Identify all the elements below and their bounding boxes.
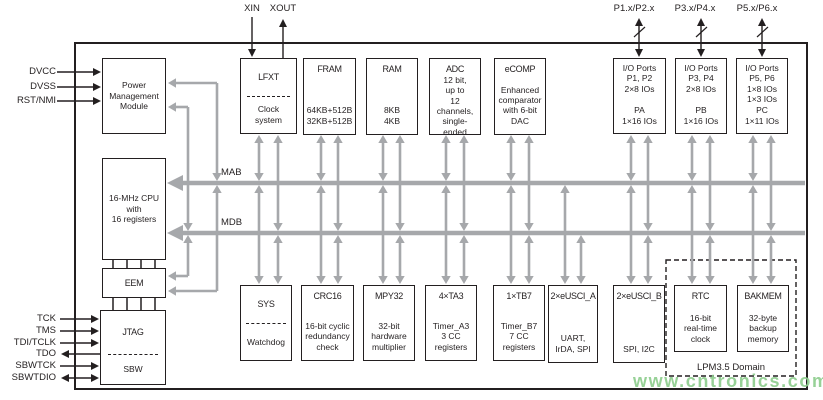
lfxt-clock-system-block: LFXT Clock system <box>240 58 297 134</box>
rtc-block: RTC 16-bit real-time clock <box>674 285 727 352</box>
pmm-label: Power Management Module <box>109 80 159 112</box>
sys-label: SYS <box>257 298 275 309</box>
jtag-divider <box>107 354 159 356</box>
crc16-title: CRC16 <box>313 291 342 301</box>
ecomp-block: eCOMP Enhanced comparator with 6-bit DAC <box>494 58 546 135</box>
pin-label-sbwtck: SBWTCK <box>15 360 56 371</box>
bakmem-title: BAKMEM <box>744 291 782 301</box>
pin-label-xout: XOUT <box>269 3 297 14</box>
mpy32-title: MPY32 <box>374 291 403 301</box>
pa-ios-label: 1×16 IOs <box>622 115 657 126</box>
jtag-sbw-block: JTAG SBW <box>100 310 166 385</box>
crc16-block: CRC16 16-bit cyclic redundancy check <box>301 285 354 361</box>
jtag-label: JTAG <box>122 327 144 338</box>
fram-title: FRAM <box>317 64 342 74</box>
pa-group-label: PA <box>634 105 645 116</box>
ecomp-desc: Enhanced comparator with 6-bit DAC <box>498 84 542 126</box>
cpu-label: 16-MHz CPU with 16 registers <box>108 193 160 225</box>
timer-b7-block: 1×TB7 Timer_B7 7 CC registers <box>493 285 545 361</box>
eusci-a-title: 2×eUSCI_A <box>550 291 596 301</box>
pin-label-p5p6: P5.x/P6.x <box>736 3 778 14</box>
clock-system-label: Clock system <box>255 104 282 125</box>
pin-label-tdo: TDO <box>35 348 56 359</box>
pin-label-sbwtdio: SBWTDIO <box>11 372 56 383</box>
bakmem-desc: 32-byte backup memory <box>747 312 779 344</box>
io-ports-pc-block: I/O Ports P5, P6 1×8 IOs 1×3 IOs PC 1×11… <box>736 58 788 134</box>
mpy32-desc: 32-bit hardware multiplier <box>371 320 407 352</box>
eem-block: EEM <box>102 268 166 298</box>
mdb-bus-label: MDB <box>221 217 243 228</box>
pin-label-p1p2: P1.x/P2.x <box>613 3 655 14</box>
crc16-desc: 16-bit cyclic redundancy check <box>305 320 350 352</box>
eusci-a-block: 2×eUSCI_A UART, IrDA, SPI <box>548 285 598 363</box>
ecomp-title: eCOMP <box>504 64 536 74</box>
pin-label-dvcc: DVCC <box>29 66 56 77</box>
timer-a3-block: 4×TA3 Timer_A3 3 CC registers <box>425 285 477 361</box>
ram-block: RAM 8KB 4KB <box>366 58 418 135</box>
eusci-b-desc: SPI, I2C <box>623 343 655 354</box>
io-ports-pa-block: I/O Ports P1, P2 2×8 IOs PA 1×16 IOs <box>613 58 666 134</box>
ta3-desc: Timer_A3 3 CC registers <box>432 320 470 352</box>
adc-block: ADC 12 bit, up to 12 channels, single-en… <box>429 58 481 137</box>
pc-ports-label: I/O Ports P5, P6 1×8 IOs 1×3 IOs <box>745 63 779 105</box>
pin-label-rstnmi: RST/NMI <box>16 95 56 106</box>
lfxt-divider <box>246 95 291 97</box>
pb-ios-label: 1×16 IOs <box>683 115 719 126</box>
pin-label-p3p4: P3.x/P4.x <box>674 3 716 14</box>
ram-size: 8KB 4KB <box>383 105 401 126</box>
eem-label: EEM <box>124 277 144 288</box>
adc-title: ADC <box>445 64 465 74</box>
eusci-b-block: 2×eUSCI_B SPI, I2C <box>613 285 665 363</box>
power-management-module-block: Power Management Module <box>102 58 166 134</box>
rtc-title: RTC <box>691 291 710 301</box>
tb7-desc: Timer_B7 7 CC registers <box>500 320 538 352</box>
bakmem-block: BAKMEM 32-byte backup memory <box>737 285 789 352</box>
pb-group-label: PB <box>695 105 707 116</box>
ta3-title: 4×TA3 <box>438 291 464 301</box>
tb7-title: 1×TB7 <box>506 291 532 301</box>
pin-label-xin: XIN <box>244 3 260 14</box>
sbw-label: SBW <box>123 364 143 375</box>
pb-ports-label: I/O Ports P3, P4 2×8 IOs <box>684 63 718 94</box>
lpm-domain-label: LPM3.5 Domain <box>696 362 766 373</box>
pin-label-tms: TMS <box>35 325 56 336</box>
rtc-desc: 16-bit real-time clock <box>683 312 718 344</box>
watchdog-label: Watchdog <box>247 336 285 347</box>
mpy32-block: MPY32 32-bit hardware multiplier <box>363 285 415 361</box>
pin-label-tditclk: TDI/TCLK <box>13 337 56 348</box>
watermark: www.cntronics.com <box>633 371 823 391</box>
fram-size: 64KB+512B 32KB+512B <box>306 105 353 126</box>
sys-divider <box>246 322 286 324</box>
eusci-b-title: 2×eUSCI_B <box>616 291 662 301</box>
cpu-block: 16-MHz CPU with 16 registers <box>102 158 166 260</box>
io-ports-pb-block: I/O Ports P3, P4 2×8 IOs PB 1×16 IOs <box>675 58 727 134</box>
pin-label-tck: TCK <box>37 313 56 324</box>
sys-watchdog-block: SYS Watchdog <box>240 285 292 361</box>
ram-title: RAM <box>382 64 402 74</box>
pin-label-dvss: DVSS <box>30 81 56 92</box>
fram-block: FRAM 64KB+512B 32KB+512B <box>303 58 356 135</box>
pa-ports-label: I/O Ports P1, P2 2×8 IOs <box>622 63 657 94</box>
lfxt-label: LFXT <box>258 71 279 82</box>
adc-desc: 12 bit, up to 12 channels, single-ended <box>436 74 474 137</box>
pc-ios-label: 1×11 IOs <box>744 115 780 126</box>
eusci-a-desc: UART, IrDA, SPI <box>555 333 591 354</box>
mab-bus-label: MAB <box>221 167 242 178</box>
pc-group-label: PC <box>756 105 768 116</box>
